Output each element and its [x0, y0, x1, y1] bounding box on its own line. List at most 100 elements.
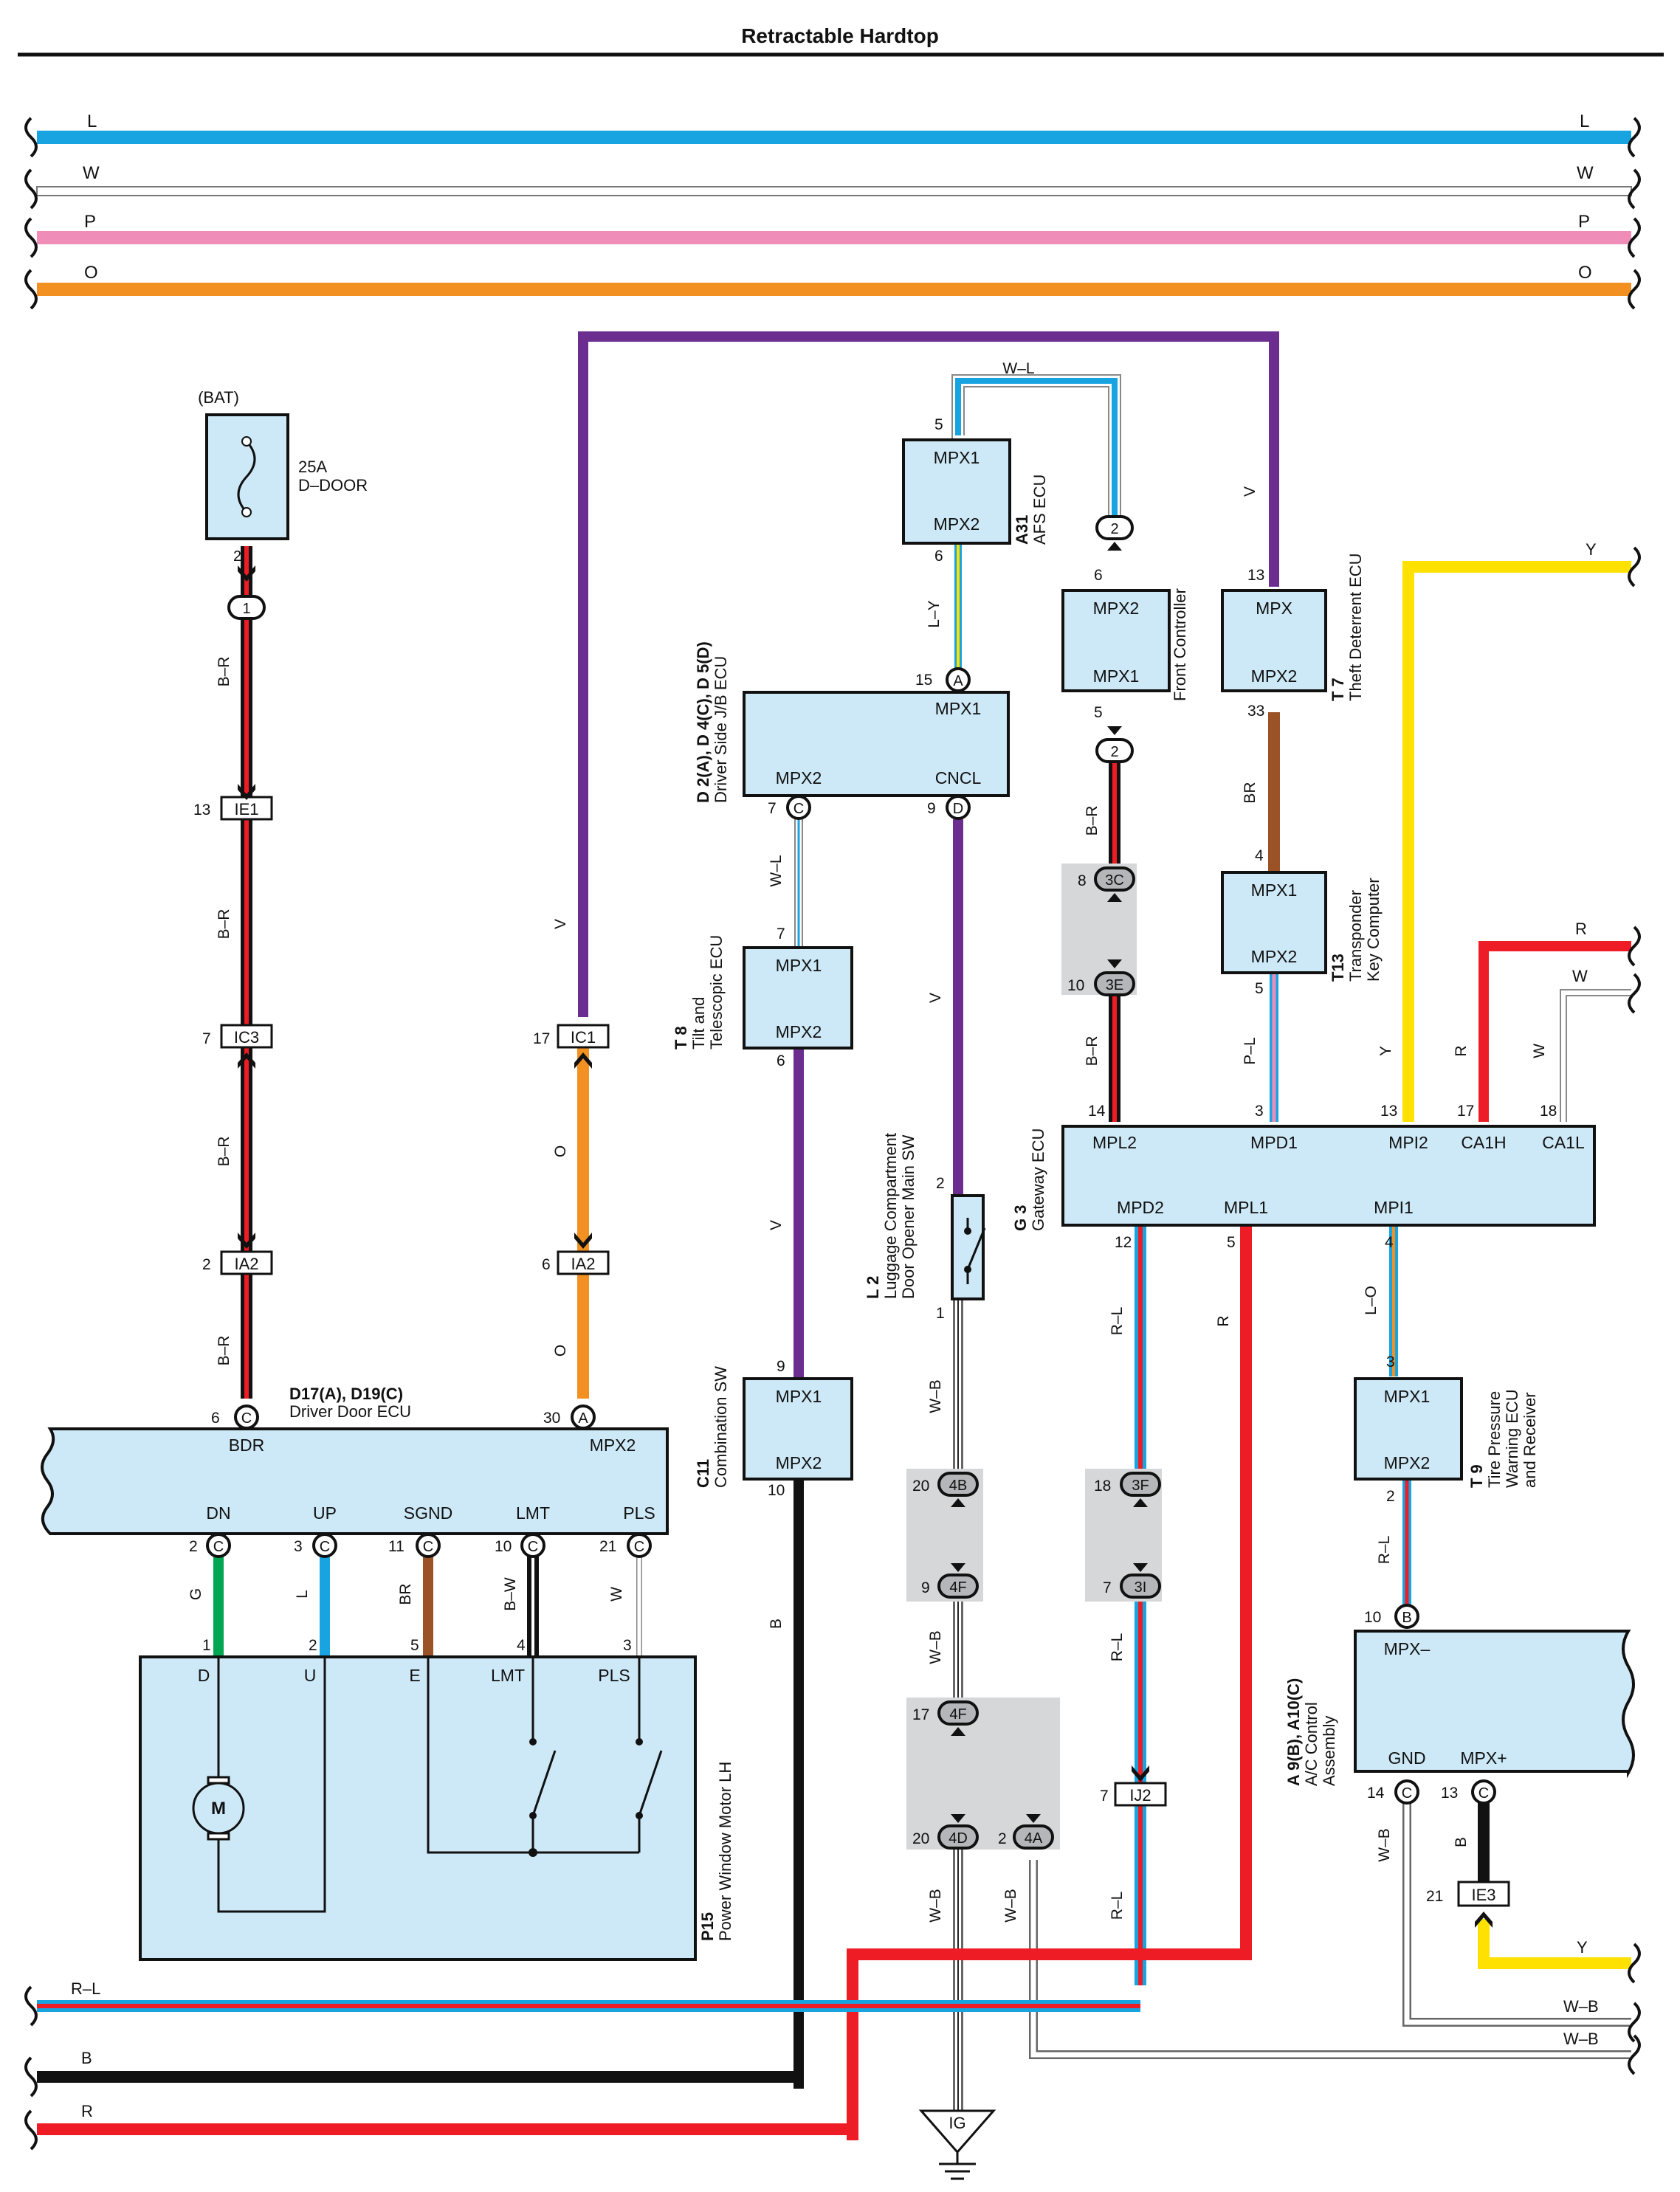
- chevron-down-icon: [238, 565, 255, 582]
- term-a-jb: A: [953, 673, 963, 689]
- end-label-y2: Y: [1577, 1938, 1588, 1957]
- tilt-name-1: Tilt and: [689, 997, 708, 1050]
- transponder-box: [1221, 871, 1327, 974]
- luggage-name-1: Luggage Compartment: [881, 1133, 900, 1299]
- svg-text:1: 1: [936, 1305, 945, 1322]
- svg-text:20: 20: [912, 1478, 929, 1495]
- gw-t3: MPI2: [1388, 1133, 1428, 1152]
- svg-text:W–B: W–B: [927, 1379, 944, 1413]
- svg-text:R: R: [1215, 1315, 1232, 1326]
- svg-text:R–L: R–L: [1109, 1892, 1126, 1920]
- svg-text:13: 13: [1247, 567, 1264, 584]
- dd-t7: PLS: [623, 1503, 655, 1523]
- conn-ic3: IC3: [234, 1028, 259, 1047]
- fc-t2: MPX1: [1093, 666, 1140, 686]
- motor-name: Power Window Motor LH: [716, 1762, 734, 1941]
- chevron-up-icon: [238, 1052, 255, 1069]
- svg-text:15: 15: [915, 672, 932, 689]
- svg-text:W–B: W–B: [1002, 1889, 1019, 1923]
- tilt-code: T 8: [672, 1026, 690, 1050]
- dd-t4: UP: [313, 1503, 337, 1523]
- svg-text:30: 30: [543, 1410, 560, 1427]
- bus-label-w-right: W: [1577, 163, 1594, 183]
- svg-text:B–R: B–R: [216, 909, 233, 940]
- term-c-jb: C: [793, 801, 804, 817]
- combination-sw-box: [743, 1377, 853, 1481]
- svg-text:5: 5: [1255, 980, 1264, 997]
- conn-4f: 4F: [949, 1579, 966, 1596]
- svg-text:5: 5: [1094, 704, 1103, 721]
- transponder-name-1: Transponder: [1346, 890, 1365, 982]
- jb-name: Driver Side J/B ECU: [712, 656, 730, 803]
- luggage-code: L 2: [864, 1276, 882, 1299]
- pill-connectors: 1 2 2 3C 3E 4B 4F 4F 4D 4A 3F 3I: [227, 515, 1161, 1850]
- svg-text:4: 4: [517, 1637, 526, 1654]
- pin-numbers: 13 7 2 17 6 6 30 2 3 11 10 21 1 2 5 4 3 …: [189, 416, 1557, 1905]
- chevron-up-icon: [1475, 1912, 1493, 1928]
- motor-t4: LMT: [491, 1666, 525, 1685]
- svg-text:4: 4: [1385, 1234, 1394, 1251]
- conn-ic1: IC1: [571, 1028, 596, 1047]
- svg-text:V: V: [927, 993, 944, 1003]
- svg-text:2: 2: [936, 1175, 945, 1192]
- gateway-ecu-box: [1061, 1125, 1596, 1227]
- svg-text:3: 3: [1386, 1354, 1395, 1371]
- chevron-down-icon: [238, 784, 255, 800]
- svg-text:W–B: W–B: [1376, 1828, 1393, 1862]
- term-c-sgnd: C: [423, 1539, 433, 1555]
- svg-text:BR: BR: [1242, 782, 1259, 803]
- conn-ia2-left: IA2: [234, 1255, 258, 1273]
- svg-text:4: 4: [1255, 847, 1264, 864]
- afs-code: A31: [1013, 515, 1031, 545]
- jb-ecu-box: [743, 691, 1010, 797]
- terminal-circles: A C D C A C C C C C B C C: [206, 667, 1496, 1805]
- tire-name-3: and Receiver: [1521, 1392, 1539, 1488]
- chevron-markers: [238, 542, 1493, 1928]
- pls-switch-icon: [638, 1750, 663, 1816]
- gw-t8: MPI1: [1374, 1198, 1414, 1217]
- motor-t5: PLS: [598, 1666, 630, 1685]
- tire-name-1: Tire Pressure: [1485, 1391, 1504, 1488]
- bus-label-r: R: [81, 2102, 93, 2120]
- front-controller-box: [1061, 589, 1171, 692]
- svg-text:11: 11: [388, 1538, 404, 1555]
- svg-text:7: 7: [768, 800, 777, 817]
- svg-text:6: 6: [211, 1410, 220, 1427]
- svg-text:Y: Y: [1377, 1046, 1394, 1056]
- jb-t3: CNCL: [935, 768, 982, 787]
- top-bus-labels: L L W W P P O O: [83, 111, 1594, 283]
- afs-name: AFS ECU: [1030, 475, 1049, 545]
- bus-label-p-left: P: [84, 212, 96, 232]
- conn-4b: 4B: [949, 1478, 967, 1494]
- end-label-r: R: [1575, 920, 1587, 938]
- svg-text:2: 2: [189, 1538, 198, 1555]
- bus-label-w-left: W: [83, 163, 100, 183]
- arrow-down-icon: [1107, 726, 1122, 735]
- svg-text:14: 14: [1088, 1103, 1106, 1120]
- svg-text:6: 6: [934, 548, 943, 565]
- svg-text:L: L: [294, 1590, 311, 1599]
- end-label-y1: Y: [1586, 540, 1597, 559]
- svg-text:6: 6: [542, 1256, 551, 1273]
- svg-text:10: 10: [1067, 977, 1084, 994]
- svg-text:W–B: W–B: [927, 1630, 944, 1664]
- afs-ecu-box: [902, 438, 1011, 545]
- gw-t6: MPD2: [1117, 1198, 1164, 1217]
- tr-t2: MPX2: [1251, 947, 1298, 966]
- term-c-bdr: C: [241, 1410, 252, 1427]
- motor-t2: U: [304, 1666, 317, 1685]
- motor-code: P15: [698, 1912, 717, 1941]
- term-b-ac: B: [1402, 1610, 1411, 1626]
- svg-text:18: 18: [1540, 1103, 1557, 1120]
- tilt-t1: MPX1: [776, 956, 822, 975]
- gw-t5: CA1L: [1542, 1133, 1585, 1152]
- dd-t3: DN: [206, 1503, 230, 1523]
- svg-text:17: 17: [533, 1030, 550, 1047]
- bat-label: (BAT): [198, 388, 239, 407]
- ddecu-name: Driver Door ECU: [289, 1402, 411, 1421]
- svg-text:G: G: [187, 1588, 204, 1600]
- svg-text:W–B: W–B: [927, 1889, 944, 1923]
- gw-t2: MPD1: [1250, 1133, 1298, 1152]
- top-bus-lines: [24, 117, 1641, 310]
- fuse-pin: 2: [233, 548, 241, 565]
